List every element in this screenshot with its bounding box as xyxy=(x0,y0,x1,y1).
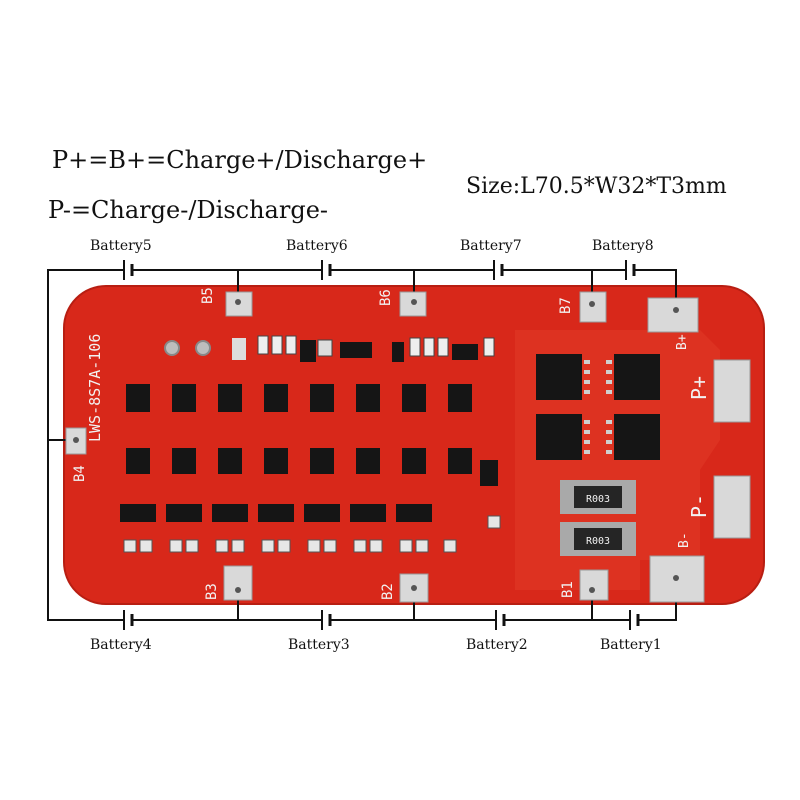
battery3-label: Battery3 xyxy=(288,637,350,653)
board-size-note: Size:L70.5*W32*T3mm xyxy=(466,174,727,199)
pad-label-p-minus: P- xyxy=(687,494,711,518)
pad-label-b4: B4 xyxy=(72,465,88,482)
battery1-label: Battery1 xyxy=(600,637,662,653)
pad-b3 xyxy=(223,565,253,601)
pad-p-plus xyxy=(713,359,751,423)
battery4-label: Battery4 xyxy=(90,637,152,653)
pad-label-b-plus: B+ xyxy=(675,334,690,350)
pad-label-b5: B5 xyxy=(200,287,216,304)
negative-terminal-note: P-=Charge-/Discharge- xyxy=(48,196,329,224)
battery5-label: Battery5 xyxy=(90,238,152,254)
top-small-components xyxy=(232,335,495,362)
pad-label-b2: B2 xyxy=(380,583,396,600)
pad-label-b6: B6 xyxy=(378,289,394,306)
pad-label-b1: B1 xyxy=(560,581,576,598)
battery8-label: Battery8 xyxy=(592,238,654,254)
pad-label-b7: B7 xyxy=(558,297,574,314)
mosfet-array xyxy=(536,354,660,460)
pad-b7 xyxy=(579,291,607,323)
pad-holes xyxy=(73,299,679,593)
mount-hole xyxy=(195,340,211,356)
sense-resistor-label: R003 xyxy=(586,536,610,547)
pad-b1 xyxy=(579,569,609,601)
battery6-label: Battery6 xyxy=(286,238,348,254)
pad-label-p-plus: P+ xyxy=(687,376,711,400)
battery2-label: Battery2 xyxy=(466,637,528,653)
pad-b-plus xyxy=(647,297,699,333)
board-model-label: LWS-8S7A-106 xyxy=(86,334,104,442)
sense-resistors xyxy=(560,480,636,556)
pad-label-b3: B3 xyxy=(204,583,220,600)
mount-hole xyxy=(164,340,180,356)
pad-label-b-minus: B- xyxy=(677,532,692,548)
battery7-label: Battery7 xyxy=(460,238,522,254)
battery-wiring xyxy=(47,269,677,621)
sense-resistor-label: R003 xyxy=(586,494,610,505)
pad-p-minus xyxy=(713,475,751,539)
battery-symbols xyxy=(123,260,640,630)
positive-terminal-note: P+=B+=Charge+/Discharge+ xyxy=(52,146,428,174)
balance-ic-array xyxy=(120,384,501,553)
